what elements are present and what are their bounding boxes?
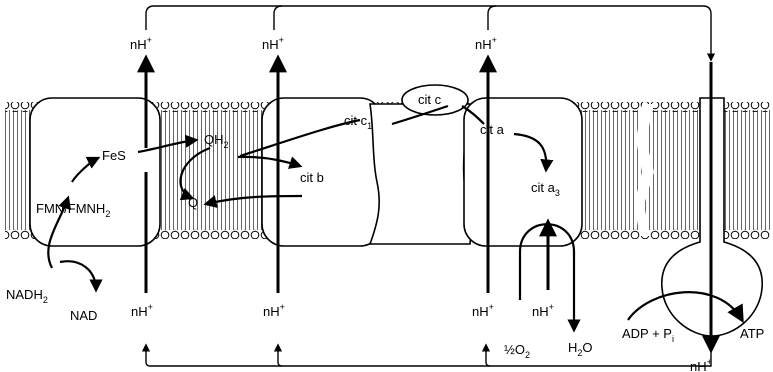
half-o2-label: ½O2	[504, 342, 530, 360]
cit-c-label: cit c	[418, 92, 442, 107]
nh-plus-label-top-3: nH+	[475, 35, 497, 52]
complex-iv	[464, 98, 582, 246]
h2o-label: H2O	[568, 340, 593, 358]
q-label: Q	[188, 195, 198, 210]
complex-i	[30, 98, 160, 246]
nh-plus-label-bottom-3: nH+	[472, 302, 494, 319]
nh-plus-label-bottom-2: nH+	[263, 302, 285, 319]
nad-label: NAD	[70, 308, 97, 323]
nadh-label: NADH2	[6, 287, 48, 305]
cit-b-label: cit b	[300, 170, 324, 185]
nh-plus-label-top-1: nH+	[130, 35, 152, 52]
complex-iii-extension	[370, 104, 470, 244]
nh-plus-label-bottom-4: nH+	[532, 302, 554, 319]
nh-plus-label-bottom-1: nH+	[131, 302, 153, 319]
nh-plus-label-top-2: nH+	[262, 35, 284, 52]
proton-return-top	[146, 6, 711, 60]
adp-pi-label: ADP + Pi	[622, 326, 674, 344]
nh-plus-label-atp-synthase: nH+	[690, 357, 712, 372]
cit-a-label: cit a	[480, 122, 505, 137]
atp-label: ATP	[740, 326, 764, 341]
proton-return-bottom	[146, 345, 711, 366]
fes-label: FeS	[102, 148, 126, 163]
